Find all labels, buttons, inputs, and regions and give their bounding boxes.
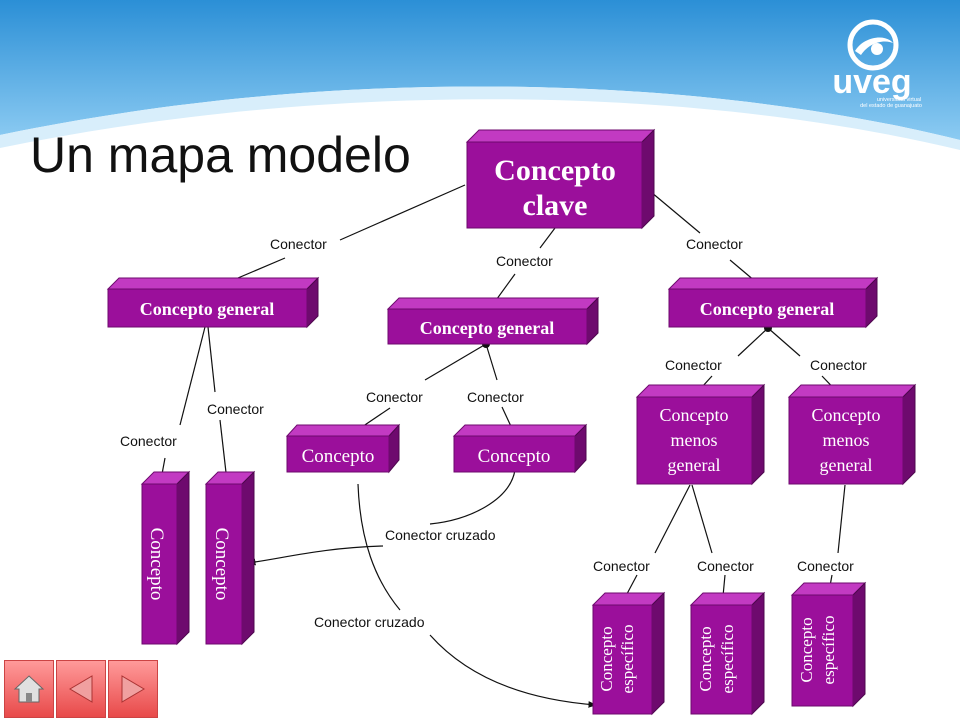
connector-spec-2: Conector xyxy=(697,558,754,574)
back-button[interactable] xyxy=(56,660,106,718)
node-specific-2: Concepto específico xyxy=(689,591,766,716)
node-key-line2: clave xyxy=(523,189,588,222)
logo-wordmark: uveg xyxy=(832,63,911,101)
node-general-left-label: Concepto general xyxy=(140,299,274,319)
node-concept-center-1: Concepto xyxy=(285,423,401,474)
node-concept-center-1-label: Concepto xyxy=(302,446,375,467)
edges xyxy=(159,184,846,708)
node-general-right: Concepto general xyxy=(667,276,879,329)
node-key-concept: Concepto clave xyxy=(465,128,656,230)
node-general-right-label: Concepto general xyxy=(700,299,834,319)
edge-cross-2 xyxy=(357,483,401,611)
node-specific-2-line1: Concepto xyxy=(696,626,715,691)
edge-less1-spec-1 xyxy=(654,484,691,554)
node-less-general-1-line1: Concepto xyxy=(660,405,729,425)
page-title: Un mapa modelo xyxy=(30,127,411,183)
edge-center-split-2 xyxy=(485,343,498,381)
connector-left-1: Conector xyxy=(120,433,177,449)
connector-key-right: Conector xyxy=(686,236,743,252)
home-icon xyxy=(13,675,45,703)
node-specific-2-line2: específico xyxy=(718,625,737,694)
connector-labels: Conector Conector Conector Conector Cone… xyxy=(120,236,867,630)
node-specific-3: Concepto específico xyxy=(790,581,867,708)
connector-left-2: Conector xyxy=(207,401,264,417)
connector-right-2: Conector xyxy=(810,357,867,373)
node-specific-1-line1: Concepto xyxy=(597,626,616,691)
edge-general-left-1 xyxy=(179,326,206,426)
connector-right-1: Conector xyxy=(665,357,722,373)
node-less-general-1-line3: general xyxy=(668,455,721,475)
edge-right-split-2 xyxy=(767,327,801,357)
node-less-general-2-line1: Concepto xyxy=(812,405,881,425)
edge-cross-1b xyxy=(247,545,384,566)
back-icon xyxy=(69,675,93,703)
edge-less2-spec-3 xyxy=(837,484,846,554)
node-specific-1-line2: específico xyxy=(618,625,637,694)
edge-less1-spec-2 xyxy=(691,484,713,554)
edge-right-split-1 xyxy=(737,327,769,357)
home-button[interactable] xyxy=(4,660,54,718)
node-general-left: Concepto general xyxy=(106,276,320,329)
node-less-general-1-line2: menos xyxy=(671,430,718,450)
node-concept-vertical-1-label: Concepto xyxy=(146,528,167,601)
node-less-general-1: Concepto menos general xyxy=(635,383,766,486)
edge-key-center xyxy=(539,227,556,249)
edge-center-split-1 xyxy=(424,343,487,381)
connector-spec-3: Conector xyxy=(797,558,854,574)
node-general-center-label: Concepto general xyxy=(420,318,554,338)
node-concept-center-2-label: Concepto xyxy=(478,446,551,467)
logo-tagline-1: universidad virtual xyxy=(877,97,921,103)
node-specific-3-line1: Concepto xyxy=(797,617,816,682)
connector-cross-2: Conector cruzado xyxy=(314,614,425,630)
node-less-general-2-line3: general xyxy=(820,455,873,475)
slide-navigation xyxy=(4,660,158,718)
node-specific-3-line2: específico xyxy=(819,616,838,685)
node-less-general-2: Concepto menos general xyxy=(787,383,917,486)
node-concept-vertical-1: Concepto xyxy=(140,470,191,646)
node-concept-vertical-2-label: Concepto xyxy=(211,528,232,601)
uveg-logo: uveg universidad virtual del estado de g… xyxy=(815,15,930,110)
node-key-line1: Concepto xyxy=(494,154,616,187)
forward-icon xyxy=(121,675,145,703)
connector-cross-1: Conector cruzado xyxy=(385,527,496,543)
edge-general-left-2 xyxy=(207,326,216,393)
node-specific-1: Concepto específico xyxy=(591,591,666,716)
node-concept-center-2: Concepto xyxy=(452,423,588,474)
node-general-center: Concepto general xyxy=(386,296,600,346)
edge-cross-1 xyxy=(429,469,516,525)
node-concept-vertical-2: Concepto xyxy=(204,470,256,646)
connector-key-center: Conector xyxy=(496,253,553,269)
edge-cross-2b xyxy=(429,634,597,708)
connector-spec-1: Conector xyxy=(593,558,650,574)
forward-button[interactable] xyxy=(108,660,158,718)
node-less-general-2-line2: menos xyxy=(823,430,870,450)
connector-key-left: Conector xyxy=(270,236,327,252)
connector-center-2: Conector xyxy=(467,389,524,405)
logo-tagline-2: del estado de guanajuato xyxy=(860,103,922,109)
connector-center-1: Conector xyxy=(366,389,423,405)
edge-key-left xyxy=(339,184,466,241)
